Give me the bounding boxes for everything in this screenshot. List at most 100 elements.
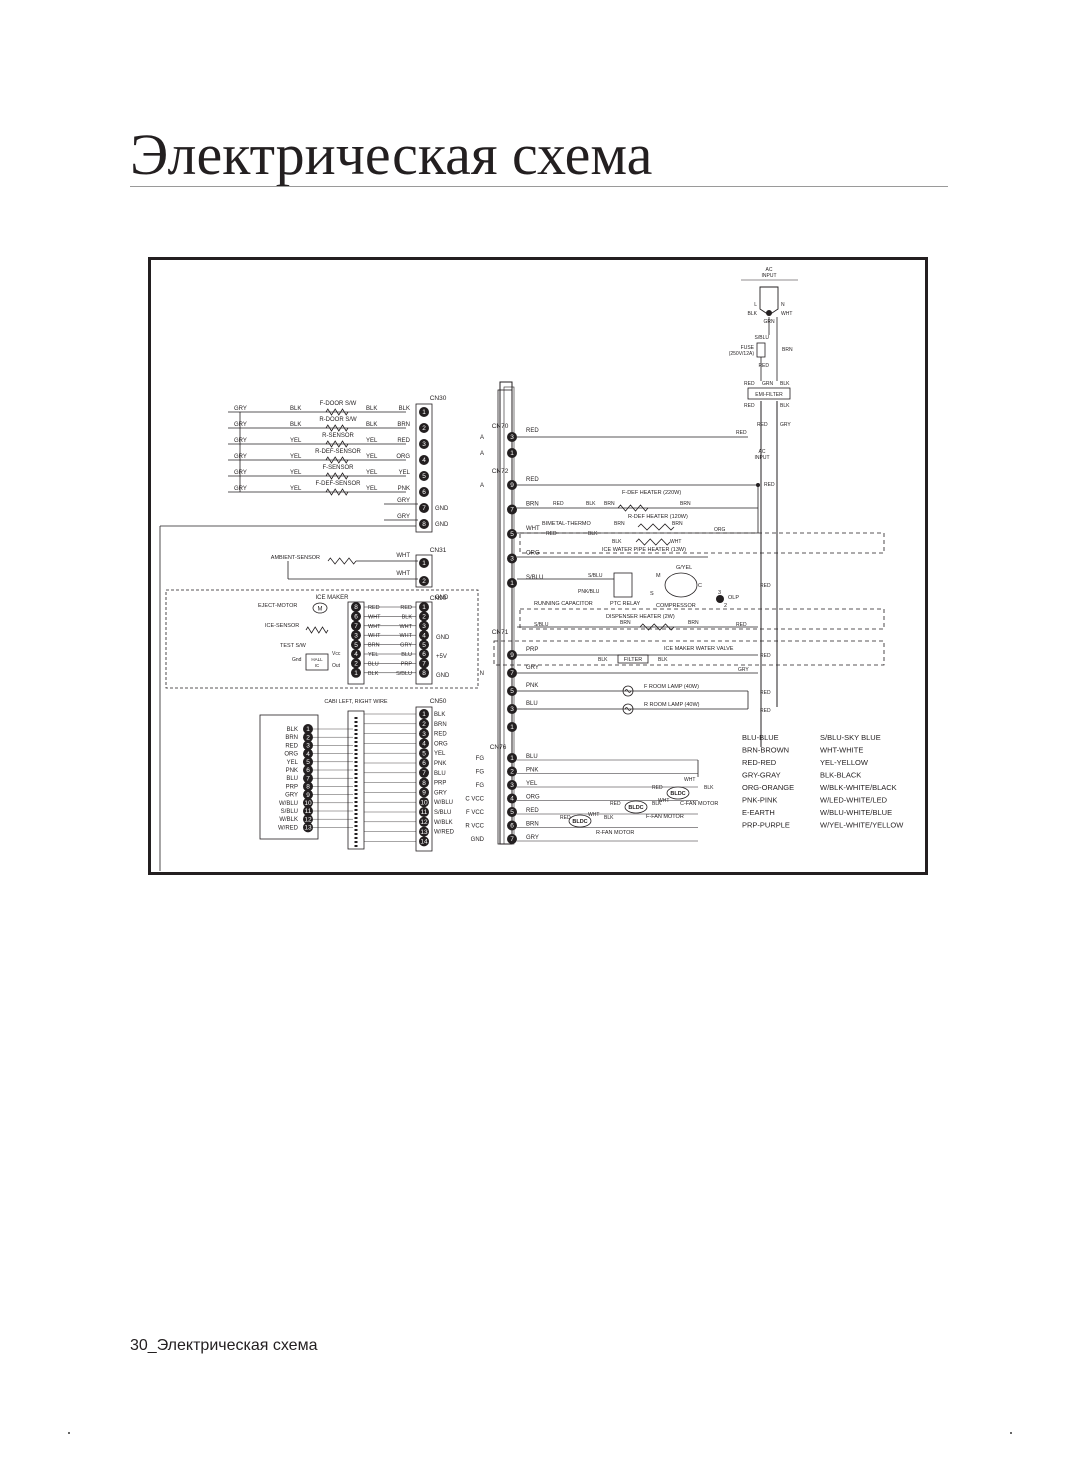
fuse-label: FUSE bbox=[741, 345, 755, 351]
pin-number: 9 bbox=[422, 790, 426, 797]
ice-maker-wire-2: WHT bbox=[399, 633, 412, 639]
label-sblu: S/BLU bbox=[588, 573, 603, 579]
label-wht: WHT bbox=[670, 539, 681, 545]
pin-number: 3 bbox=[510, 782, 514, 789]
pin-marker bbox=[351, 602, 361, 612]
pin-number: 4 bbox=[354, 651, 358, 658]
gnd-label: GND bbox=[435, 522, 449, 528]
pin-number: 1 bbox=[510, 450, 514, 457]
olp-2: 2 bbox=[724, 603, 727, 609]
bus-red-3: RED bbox=[764, 482, 775, 488]
cabi-right-wire: S/BLU bbox=[434, 810, 451, 816]
bus-red-2: RED bbox=[736, 430, 747, 436]
f-room-lamp-label: F ROOM LAMP (40W) bbox=[644, 684, 699, 690]
pin-marker bbox=[507, 834, 517, 844]
pin-number: 3 bbox=[510, 434, 514, 441]
sensor-wire-2: YEL bbox=[366, 470, 378, 476]
pin-marker bbox=[419, 709, 429, 719]
sensor-wire-3: YEL bbox=[399, 470, 411, 476]
cn31-connector bbox=[415, 554, 433, 588]
compressor-m: M bbox=[656, 573, 661, 579]
cn30-label: CN30 bbox=[430, 395, 447, 402]
legend-entry: S/BLU-SKY BLUE bbox=[820, 733, 881, 742]
pin-marker bbox=[507, 807, 517, 817]
legend-entry: W/YEL-WHITE/YELLOW bbox=[820, 821, 904, 830]
label-red: RED bbox=[760, 690, 771, 696]
ice-maker-title: ICE MAKER bbox=[315, 595, 349, 601]
input-label-2: INPUT bbox=[755, 455, 770, 461]
pin-number: 3 bbox=[510, 706, 514, 713]
plug-earth-icon bbox=[766, 310, 772, 316]
pin-number: 7 bbox=[510, 670, 514, 677]
sensor-wire-2: YEL bbox=[366, 486, 378, 492]
pin-marker bbox=[419, 777, 429, 788]
gnd-pin-label: Gnd bbox=[292, 657, 302, 663]
label-pnk-blu: PNK/BLU bbox=[578, 589, 600, 595]
dashed-group-3 bbox=[493, 640, 885, 666]
pin-marker bbox=[419, 826, 429, 837]
pin-number: 9 bbox=[510, 482, 514, 489]
sensor-wire: YEL bbox=[290, 486, 302, 492]
pin-marker bbox=[419, 620, 429, 631]
pin-number: 2 bbox=[422, 721, 426, 728]
cn72-wire: ORG bbox=[526, 551, 540, 557]
pin-number: 1 bbox=[510, 724, 514, 731]
pin-number: 11 bbox=[305, 808, 312, 815]
olp-label: OLP bbox=[728, 595, 739, 601]
page-number: 30 bbox=[130, 1337, 148, 1354]
pin-marker bbox=[419, 738, 429, 749]
title-rule bbox=[130, 186, 948, 187]
pin-marker bbox=[303, 756, 313, 767]
r-room-lamp-label: R ROOM LAMP (40W) bbox=[644, 702, 700, 708]
pin-number: 5 bbox=[354, 642, 358, 649]
cabi-right-wire: W/BLU bbox=[434, 800, 453, 806]
ice-maker-wire: RED bbox=[368, 605, 380, 611]
motor-symbol: M bbox=[318, 607, 323, 613]
bus-red: RED bbox=[757, 422, 768, 428]
corner-mark bbox=[1010, 1432, 1012, 1434]
legend-entry: BRN-BROWN bbox=[742, 746, 789, 755]
pin-number: 8 bbox=[354, 604, 358, 611]
cn72-wire: BRN bbox=[526, 502, 539, 508]
pin-marker bbox=[419, 758, 429, 768]
legend-entry: W/LED-WHITE/LED bbox=[820, 796, 888, 805]
pin-number: 1 bbox=[306, 726, 310, 733]
label-brn: BRN bbox=[688, 620, 699, 626]
pin-marker bbox=[303, 748, 313, 759]
sensor-element bbox=[325, 472, 349, 480]
pin-marker bbox=[351, 649, 361, 659]
test-switch-label: TEST S/W bbox=[280, 643, 307, 649]
pin-number: 13 bbox=[420, 829, 428, 836]
cabi-left-box bbox=[259, 714, 319, 840]
pin-marker bbox=[419, 455, 429, 465]
dashed-group-1 bbox=[519, 532, 885, 554]
pin-marker bbox=[419, 519, 429, 529]
pin-marker bbox=[507, 668, 517, 678]
emi-blk-out: BLK bbox=[780, 403, 790, 409]
pin-marker bbox=[419, 649, 429, 659]
cn76-side: GND bbox=[471, 837, 485, 843]
cn90-label: CN90 bbox=[430, 595, 447, 602]
l-label: L bbox=[754, 302, 757, 308]
pin-marker bbox=[507, 686, 517, 696]
cn71-wire: PRP bbox=[526, 647, 538, 653]
power-brn: BRN bbox=[782, 347, 793, 353]
pin-marker bbox=[303, 822, 313, 833]
pin-number: 1 bbox=[422, 604, 426, 611]
cn31-wire: WHT bbox=[396, 553, 410, 559]
pin-number: 3 bbox=[354, 632, 358, 639]
cabi-right-wire: RED bbox=[434, 732, 447, 738]
pin-number: 12 bbox=[420, 819, 428, 826]
bldc-label: BLDC bbox=[572, 819, 587, 825]
sensor-wire-2: YEL bbox=[366, 454, 378, 460]
cn76-side: R VCC bbox=[465, 824, 484, 830]
r-def-heater-label: R-DEF HEATER (120W) bbox=[628, 514, 688, 520]
pin-marker bbox=[351, 611, 361, 622]
cabi-title: CABI LEFT, RIGHT WIRE bbox=[324, 699, 387, 705]
cabi-left-wire: BLK bbox=[287, 727, 298, 733]
ac-label: AC bbox=[766, 267, 773, 273]
f-fan-bldc bbox=[624, 800, 648, 814]
cn30-connector bbox=[415, 403, 433, 533]
label-blk: BLK bbox=[612, 539, 622, 545]
cabi-left-wire: BRN bbox=[285, 735, 298, 741]
